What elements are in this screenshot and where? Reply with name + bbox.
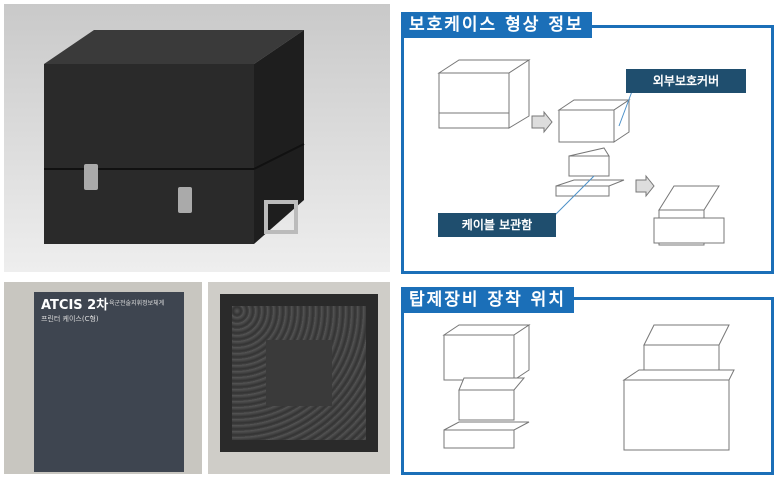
case-interior-photo xyxy=(208,282,390,474)
cable-storage-label: 케이블 보관함 xyxy=(438,213,556,237)
photo-title: ATCIS 2차 xyxy=(41,298,109,313)
photo-subtitle: 육군전술지휘정보체계 xyxy=(109,300,165,307)
photo-line2: 프린터 케이스(C형) xyxy=(41,315,99,323)
case-lid-photo: ATCIS 2차 육군전술지휘정보체계 프린터 케이스(C형) xyxy=(4,282,202,474)
mount-position-panel: 탑제장비 장착 위치 xyxy=(401,287,774,475)
mount-position-title: 탑제장비 장착 위치 xyxy=(401,287,574,313)
shape-info-panel: 보호케이스 형상 정보 외부보호커버 케이블 보관함 xyxy=(401,12,774,274)
case-closed-photo xyxy=(4,4,390,272)
outer-cover-label: 외부보호커버 xyxy=(626,69,746,93)
shape-info-title: 보호케이스 형상 정보 xyxy=(401,12,592,38)
